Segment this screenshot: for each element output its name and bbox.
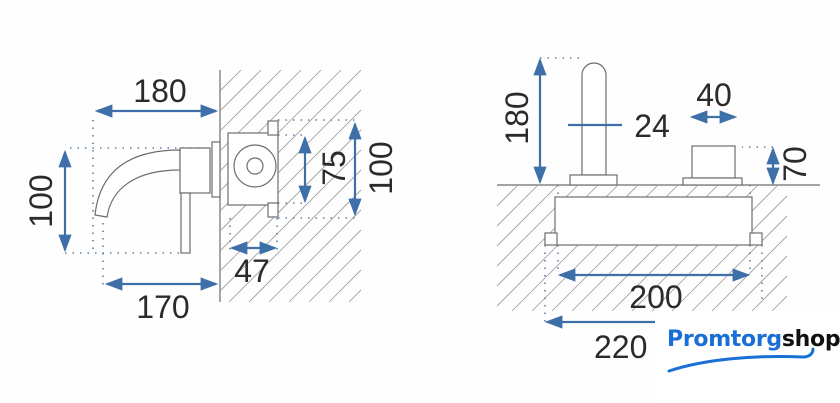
hatch-line <box>221 70 322 171</box>
hatch-line <box>497 186 538 227</box>
promtorgshop-logo: Promtorgshop <box>655 313 840 403</box>
dim-label-170: 170 <box>136 289 189 325</box>
dim-label-47: 47 <box>234 253 270 289</box>
concealed-box <box>554 196 753 246</box>
hatch-line <box>221 70 262 111</box>
hatch-line <box>221 70 282 131</box>
hatch-line <box>751 275 787 311</box>
dim-label-100-left: 100 <box>23 174 59 227</box>
hatch-line <box>497 186 498 187</box>
hatch-line <box>771 295 787 311</box>
logo-text: Promtorgshop <box>667 327 840 352</box>
dim-label-220: 220 <box>594 329 647 365</box>
logo-swoosh-icon <box>667 347 815 373</box>
hatch-line <box>731 255 787 311</box>
logo-part-promtorg: Promtorg <box>667 327 782 352</box>
faucet-body <box>179 147 211 194</box>
hatch-line <box>288 229 361 302</box>
mount-tab-top <box>267 120 279 136</box>
handle <box>691 145 736 179</box>
spout-tube <box>581 62 607 176</box>
spout <box>94 149 181 218</box>
dim-label-100-right: 100 <box>363 141 399 194</box>
mount-tab-bottom <box>267 202 279 218</box>
dim-label-75: 75 <box>316 150 352 186</box>
hatch-line <box>221 70 302 151</box>
handle-base <box>682 177 743 186</box>
hatch-line <box>308 249 361 302</box>
hatch-line <box>228 169 361 302</box>
flange <box>211 141 221 198</box>
dim-label-180-front: 180 <box>499 91 535 144</box>
hatch-line <box>671 195 787 311</box>
hatch-line <box>268 209 361 302</box>
hatch-line <box>651 186 778 311</box>
logo-part-shop: shop <box>781 327 840 352</box>
dim-label-24: 24 <box>634 108 670 144</box>
hatch-line <box>691 215 787 311</box>
dim-label-200: 200 <box>629 279 682 315</box>
box-tab-right <box>749 232 763 246</box>
cartridge-center <box>246 157 264 175</box>
hatch-line <box>497 186 558 247</box>
guide-lines <box>65 119 355 285</box>
hatch-line <box>221 149 361 291</box>
spout-base <box>569 174 618 186</box>
front-view: 180 24 40 70 200 220 <box>497 57 820 365</box>
dim-label-180: 180 <box>133 73 186 109</box>
box-tab-left <box>544 232 558 246</box>
hatch-line <box>497 186 518 207</box>
dim-label-40: 40 <box>696 77 732 113</box>
side-view: 180 100 170 47 75 100 <box>23 70 399 325</box>
hatch-line <box>221 109 361 251</box>
lever <box>180 192 191 254</box>
dim-label-70: 70 <box>777 146 813 182</box>
wall-hatching <box>221 70 361 302</box>
hatch-line <box>711 235 787 311</box>
hatch-line <box>221 70 342 191</box>
hatch-line <box>248 189 361 302</box>
